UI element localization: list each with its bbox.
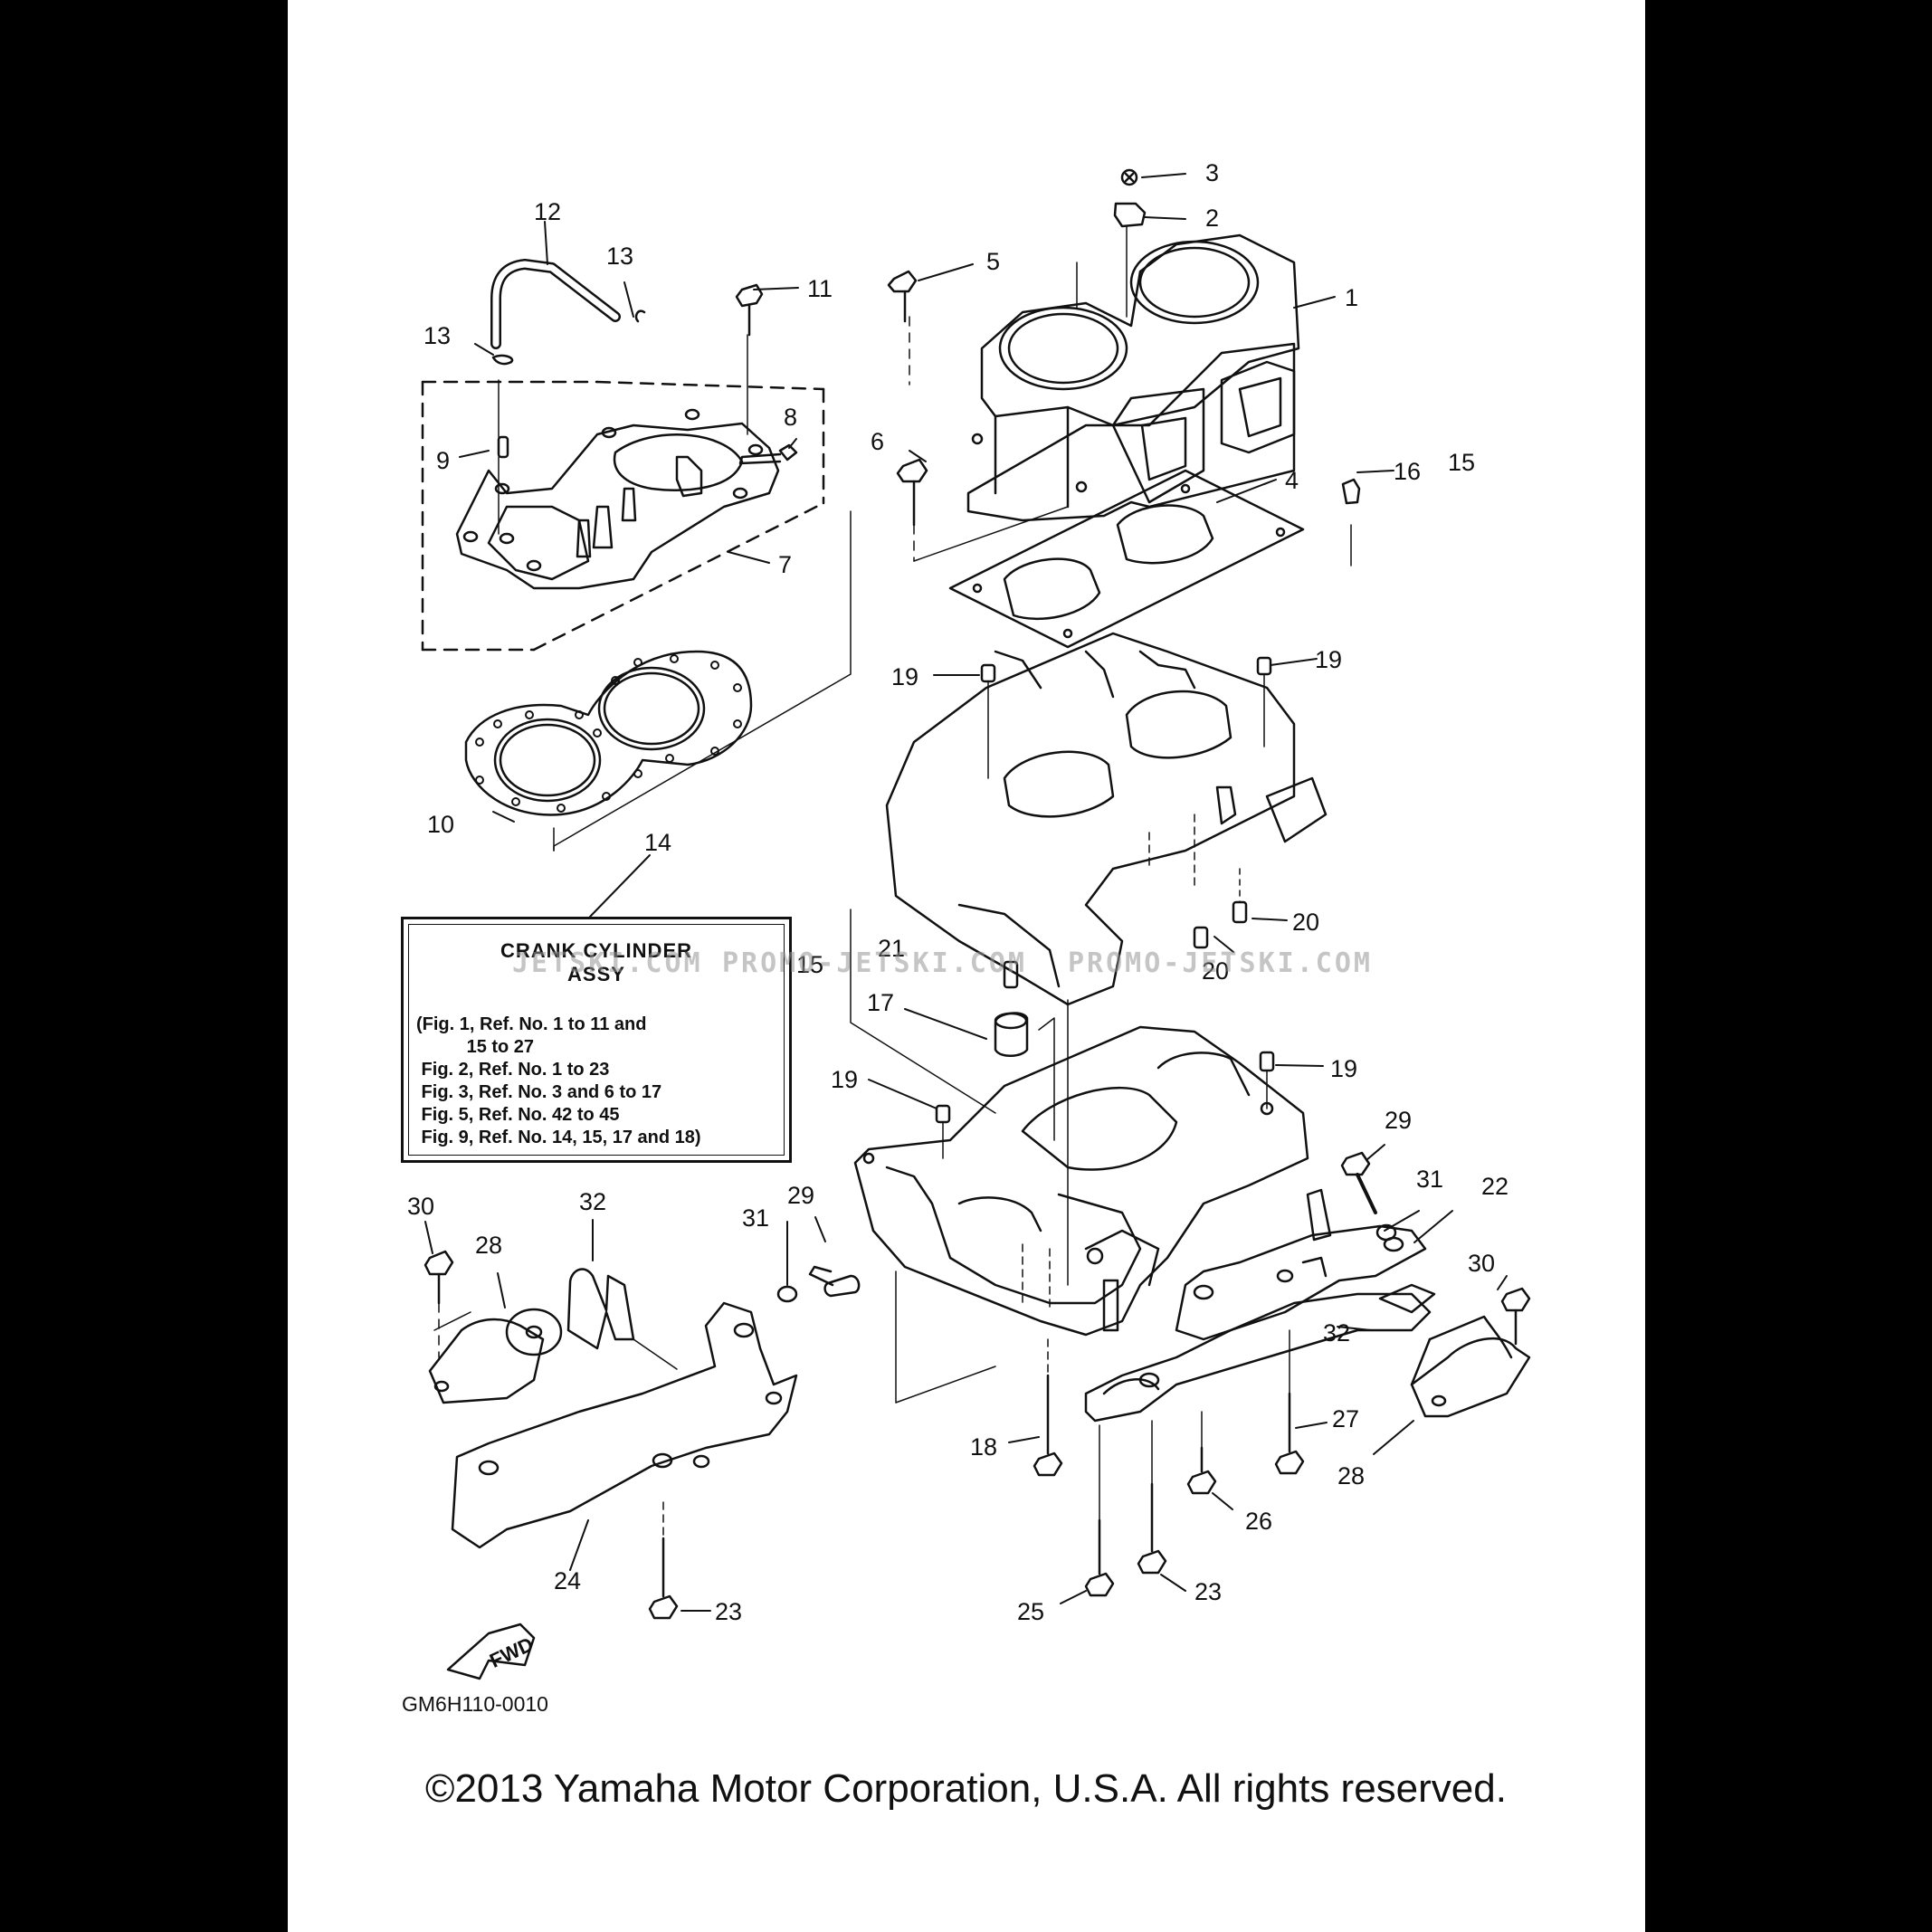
watermark-promo-jetski: PROMO-JETSKI.COM — [1068, 947, 1373, 979]
callout-31-right: 31 — [1416, 1166, 1443, 1193]
leader-lines — [424, 173, 1508, 1612]
cylinder-gasket — [948, 469, 1361, 649]
callout-10: 10 — [427, 811, 454, 838]
cylinder-block — [887, 168, 1300, 562]
assembly-note-box: CRANK CYLINDER ASSY (Fig. 1, Ref. No. 1 … — [401, 917, 792, 1163]
callout-31-left: 31 — [742, 1204, 769, 1232]
callout-24: 24 — [554, 1567, 581, 1594]
callout-19-d: 19 — [1330, 1055, 1357, 1082]
callout-23-right: 23 — [1194, 1578, 1222, 1605]
callout-19-b: 19 — [1315, 646, 1342, 673]
diagram-sheet: FWD — [288, 0, 1645, 1932]
callout-28-left: 28 — [475, 1232, 502, 1259]
callout-29-right: 29 — [1385, 1107, 1412, 1134]
callout-16: 16 — [1394, 458, 1421, 485]
exploded-parts-diagram: FWD — [407, 159, 1531, 1680]
callout-27: 27 — [1332, 1405, 1359, 1432]
callout-23-left: 23 — [715, 1598, 742, 1625]
callout-13-left: 13 — [424, 322, 451, 349]
note-title-line2: ASSY — [567, 963, 625, 985]
watermark-promo-jetski: PROMO-JETSKI.COM — [722, 947, 1027, 979]
callout-5: 5 — [986, 248, 1000, 275]
callout-32-right: 32 — [1323, 1319, 1350, 1347]
callout-25: 25 — [1017, 1598, 1044, 1625]
callout-28-right: 28 — [1337, 1462, 1365, 1489]
note-line: Fig. 5, Ref. No. 42 to 45 — [416, 1105, 620, 1125]
note-line: Fig. 9, Ref. No. 14, 15, 17 and 18) — [416, 1128, 701, 1147]
cylinder-head-cover-group — [421, 259, 825, 652]
callout-21: 21 — [878, 935, 905, 962]
note-box-frame — [408, 924, 785, 1156]
watermark-jetski: JETSKI.COM — [512, 947, 703, 979]
callout-12: 12 — [534, 198, 561, 225]
callout-19-a: 19 — [891, 663, 918, 690]
note-line: Fig. 3, Ref. No. 3 and 6 to 17 — [416, 1082, 662, 1102]
callout-32-left: 32 — [579, 1188, 606, 1215]
lower-crankcase — [853, 1012, 1309, 1404]
note-line: Fig. 2, Ref. No. 1 to 23 — [416, 1060, 610, 1080]
callout-30-right: 30 — [1468, 1250, 1495, 1277]
callout-15-lower: 15 — [796, 951, 823, 978]
diagram-code: GM6H110-0010 — [402, 1692, 548, 1716]
callout-9: 9 — [436, 447, 450, 474]
callout-30-left: 30 — [407, 1193, 434, 1220]
callout-26: 26 — [1245, 1508, 1272, 1535]
callout-2: 2 — [1205, 205, 1219, 232]
callout-7: 7 — [778, 551, 792, 578]
callout-6: 6 — [871, 428, 884, 455]
note-line: (Fig. 1, Ref. No. 1 to 11 and — [416, 1014, 647, 1034]
callout-20-b: 20 — [1202, 957, 1229, 985]
callout-18: 18 — [970, 1433, 997, 1461]
head-gasket — [464, 650, 753, 816]
callout-8: 8 — [784, 404, 797, 431]
fwd-label: FWD — [486, 1632, 537, 1672]
right-engine-mount — [1033, 1151, 1531, 1597]
callout-3: 3 — [1205, 159, 1219, 186]
callout-22: 22 — [1481, 1173, 1508, 1200]
callout-13-right: 13 — [606, 243, 633, 270]
callout-4: 4 — [1285, 467, 1299, 494]
callout-20-a: 20 — [1292, 909, 1319, 936]
copyright-notice: ©2013 Yamaha Motor Corporation, U.S.A. A… — [425, 1766, 1507, 1811]
callout-29-left: 29 — [787, 1182, 814, 1209]
callout-15: 15 — [1448, 449, 1475, 476]
note-title-line1: CRANK CYLINDER — [500, 939, 692, 962]
note-line: 15 to 27 — [416, 1037, 535, 1057]
callout-11: 11 — [807, 275, 833, 302]
upper-crankcase — [885, 632, 1328, 1006]
left-engine-mount: FWD — [424, 1250, 861, 1680]
callout-14: 14 — [644, 829, 671, 856]
callout-19-c: 19 — [831, 1066, 858, 1093]
callout-labels: 3 2 5 1 4 6 7 8 9 10 11 12 13 13 14 15 1… — [407, 159, 1508, 1625]
callout-17: 17 — [867, 989, 894, 1016]
callout-1: 1 — [1345, 284, 1358, 311]
